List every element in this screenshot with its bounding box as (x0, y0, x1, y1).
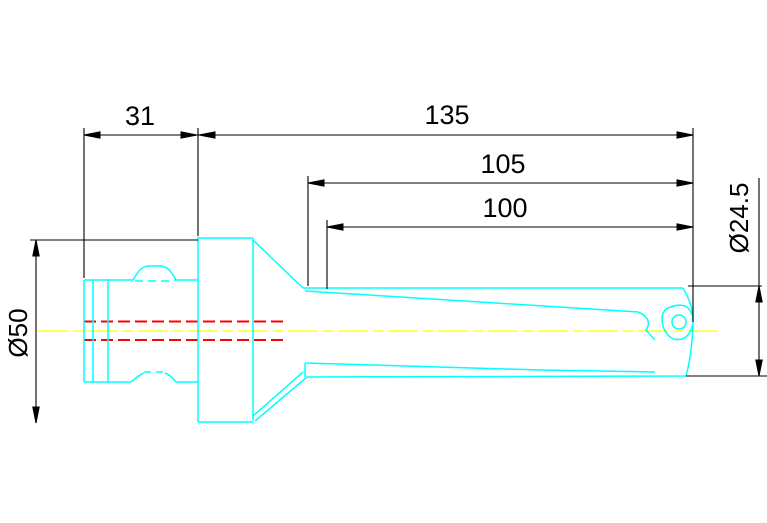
dim-label-100: 100 (482, 193, 527, 223)
dim-line-dia50 (30, 239, 198, 423)
arrow-right-icon (180, 131, 198, 139)
arrow-right-icon (676, 179, 694, 187)
arrow-left-icon (83, 131, 101, 139)
flute-line-upper (304, 290, 656, 341)
arrow-right-icon (676, 223, 694, 231)
drive-lug-top (132, 265, 177, 281)
flange-outline (197, 237, 254, 423)
arrow-down-icon (32, 406, 40, 424)
dim-label-135: 135 (424, 100, 469, 130)
dim-label-dia50: Ø50 (3, 308, 33, 357)
body-outline (303, 287, 694, 378)
dim-line-dia24-5 (686, 178, 767, 377)
neck-taper-lower (252, 371, 308, 422)
arrow-down-icon (755, 359, 763, 377)
dim-label-dia24-5: Ø24.5 (724, 183, 754, 254)
tool-geometry (83, 237, 694, 423)
arrow-right-icon (676, 131, 694, 139)
drive-lug-bottom (130, 372, 177, 383)
dim-label-105: 105 (480, 149, 525, 179)
neck-taper-upper (252, 239, 304, 289)
insert-outline (661, 304, 694, 341)
dim-label-31: 31 (125, 101, 155, 131)
dimensioning: 31 135 105 100 Ø50 Ø24.5 (3, 100, 767, 424)
arrow-up-icon (32, 239, 40, 257)
arrow-left-icon (307, 179, 325, 187)
dimension-arrows (32, 131, 763, 424)
extension-lines (83, 128, 694, 322)
arrow-left-icon (326, 223, 344, 231)
insert-screw-hole (671, 314, 687, 330)
shank-outline (83, 279, 198, 383)
arrow-up-icon (755, 285, 763, 303)
arrow-left-icon (198, 131, 216, 139)
flute-line-lower (304, 362, 656, 373)
